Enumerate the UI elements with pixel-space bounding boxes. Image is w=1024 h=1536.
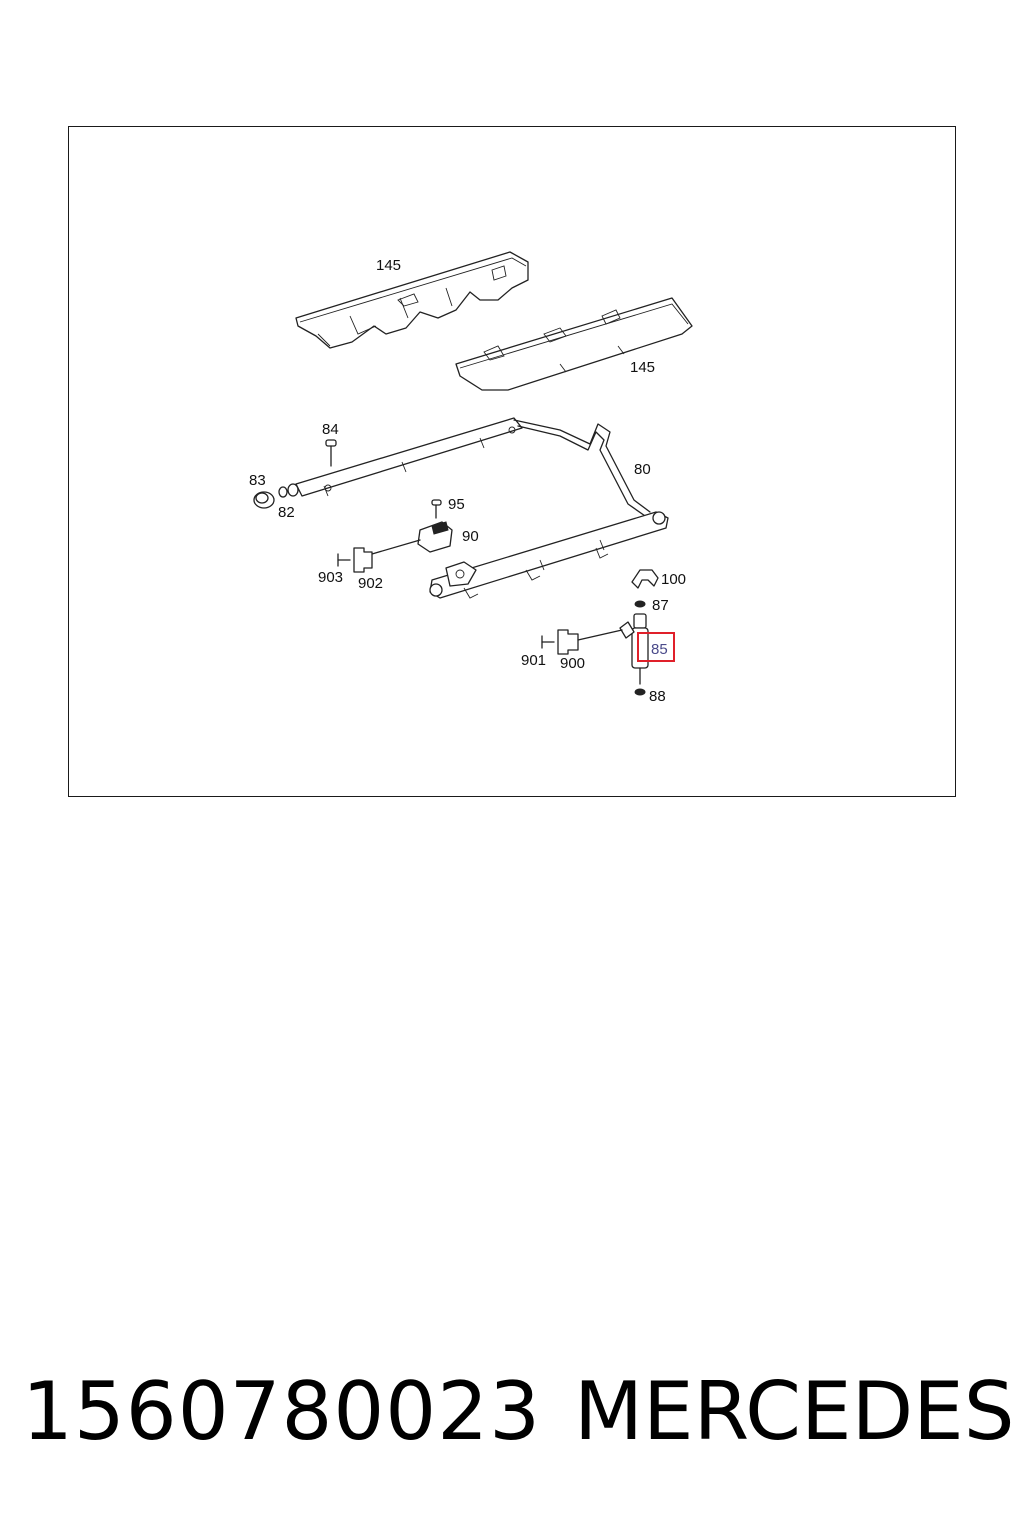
callout-88: 88 [649,688,666,705]
diagram-frame [68,126,956,797]
highlight-box [637,632,675,662]
callout-901: 901 [521,652,546,669]
fuel-rail [295,417,669,599]
pressure-sensor-90 [371,521,477,587]
callout-82: 82 [278,504,295,521]
cap-83 [253,491,275,509]
clip-100 [631,569,659,589]
connector-900 [557,629,623,655]
callout-900: 900 [560,655,585,672]
callout-87: 87 [652,597,669,614]
footer-caption: 1560780023 MERCEDES [0,1365,1024,1475]
callout-84: 84 [322,421,339,438]
callout-100: 100 [661,571,686,588]
pin-903 [337,553,351,567]
pin-901 [541,635,555,649]
callout-90: 90 [462,528,479,545]
callout-903: 903 [318,569,343,586]
callout-95: 95 [448,496,465,513]
connector-902 [353,547,373,573]
callout-80: 80 [634,461,651,478]
brand-name: MERCEDES [574,1365,1015,1458]
callout-145-top: 145 [376,257,401,274]
fuel-rail-cover-right [455,297,693,391]
injector-85 [619,600,649,696]
screw-84 [325,439,337,467]
callout-902: 902 [358,575,383,592]
callout-145-right: 145 [630,359,655,376]
part-number: 1560780023 [22,1365,541,1458]
fuel-rail-cover-left [295,251,529,349]
screw-95 [431,499,442,519]
callout-85: 85 [651,641,668,658]
callout-83: 83 [249,472,266,489]
seal-82 [278,483,299,498]
